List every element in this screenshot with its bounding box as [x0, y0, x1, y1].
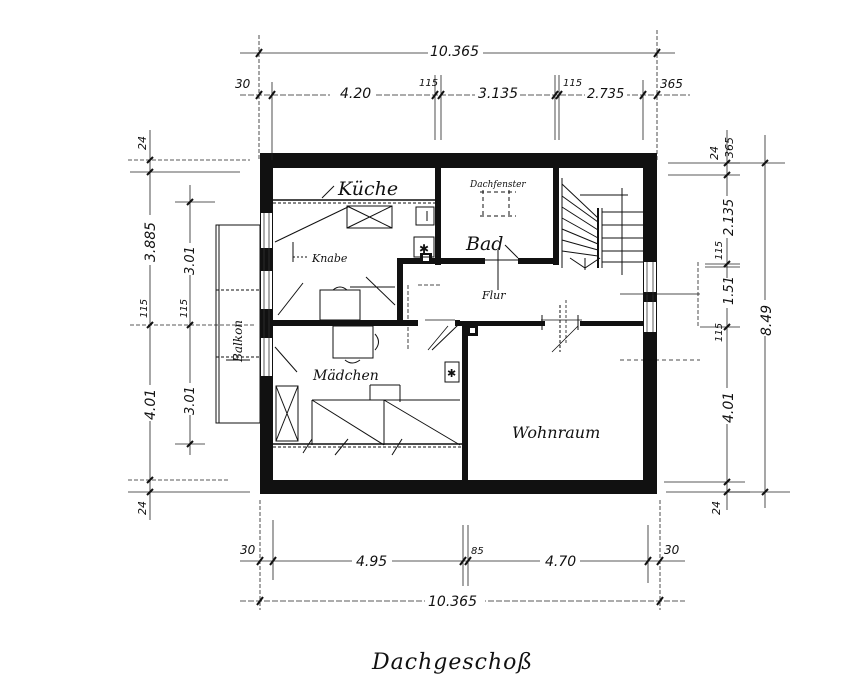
dim-top-seg-5: 2.735 — [587, 87, 624, 102]
staircase — [561, 178, 643, 275]
kitchen-fixtures: ✱ — [273, 185, 437, 321]
left-wall-windows — [261, 213, 272, 376]
dim-top-seg-4: 115 — [563, 78, 582, 89]
dim-bottom-seg-3: 4.70 — [545, 554, 576, 570]
dim-left-inner-1: 115 — [179, 299, 190, 318]
dim-bottom-seg-2: 85 — [471, 546, 484, 557]
room-label-bad: Bad — [465, 233, 503, 255]
dim-bottom-seg-1: 4.95 — [356, 554, 387, 570]
svg-text:✱: ✱ — [419, 242, 429, 256]
dim-right-inner-0: 24 — [708, 146, 721, 160]
dim-left-inner-0: 3.01 — [183, 246, 198, 275]
dim-left-outer-3: 4.01 — [143, 389, 159, 420]
dim-right-inner-2: 2.135 — [722, 199, 737, 236]
dim-top-seg-0: 30 — [235, 77, 251, 91]
dim-left-outer-2: 115 — [139, 299, 150, 318]
dim-right-outer: 8.49 — [759, 305, 775, 336]
dim-top-overall: 10.365 — [430, 44, 479, 60]
dim-bottom-seg-0: 30 — [240, 543, 256, 557]
dim-right-inner-3: 115 — [714, 241, 725, 260]
dim-top-seg-1: 4.20 — [340, 86, 371, 102]
drawing-title: Dachgeschoß — [372, 650, 534, 675]
room-labels: Küche Knabe Dachfenster Bad Flur Balkon … — [231, 178, 600, 442]
top-dimension-labels: 10.365 30 4.20 115 3.135 115 2.735 365 — [235, 42, 683, 102]
right-dimension-labels: 24 365 2.135 115 1.51 115 4.01 24 8.49 — [708, 137, 775, 515]
dim-bottom-seg-4: 30 — [664, 543, 680, 557]
dim-bottom-overall: 10.365 — [428, 594, 477, 610]
living-room-lines — [541, 305, 579, 352]
right-wall-windows — [644, 262, 656, 332]
dim-left-outer-0: 24 — [136, 136, 149, 150]
dim-right-inner-6: 4.01 — [721, 392, 737, 423]
dim-right-inner-5: 115 — [714, 323, 725, 342]
dim-top-seg-3: 3.135 — [478, 86, 518, 102]
dim-right-inner-4: 1.51 — [722, 276, 737, 305]
girls-room-fixtures: ✱ — [273, 324, 462, 456]
room-label-balkon: Balkon — [231, 320, 245, 363]
balcony — [215, 224, 261, 424]
dim-top-seg-6: 365 — [660, 77, 683, 91]
dimension-ticks — [146, 48, 769, 606]
svg-text:✱: ✱ — [447, 367, 456, 380]
bath-fixtures — [480, 190, 519, 290]
room-label-dachfenster: Dachfenster — [469, 180, 526, 190]
room-label-knabe: Knabe — [311, 252, 348, 265]
room-label-wohnraum: Wohnraum — [512, 423, 600, 442]
room-label-kueche: Küche — [337, 178, 398, 200]
bottom-dimension-labels: 30 4.95 85 4.70 30 10.365 — [240, 543, 680, 610]
dim-right-inner-7: 24 — [710, 501, 723, 515]
hall-lines — [407, 284, 700, 361]
dim-top-seg-2: 115 — [419, 78, 438, 89]
left-dimension-labels: 24 3.885 115 4.01 24 3.01 115 3.01 — [136, 136, 198, 515]
dim-right-inner-1: 365 — [723, 137, 736, 158]
dim-left-inner-2: 3.01 — [183, 386, 198, 415]
room-label-flur: Flur — [481, 289, 506, 302]
room-label-maedchen: Mädchen — [312, 368, 379, 384]
chimney-voids — [423, 255, 475, 333]
dim-left-outer-4: 24 — [136, 501, 149, 515]
dim-left-outer-1: 3.885 — [143, 222, 159, 262]
